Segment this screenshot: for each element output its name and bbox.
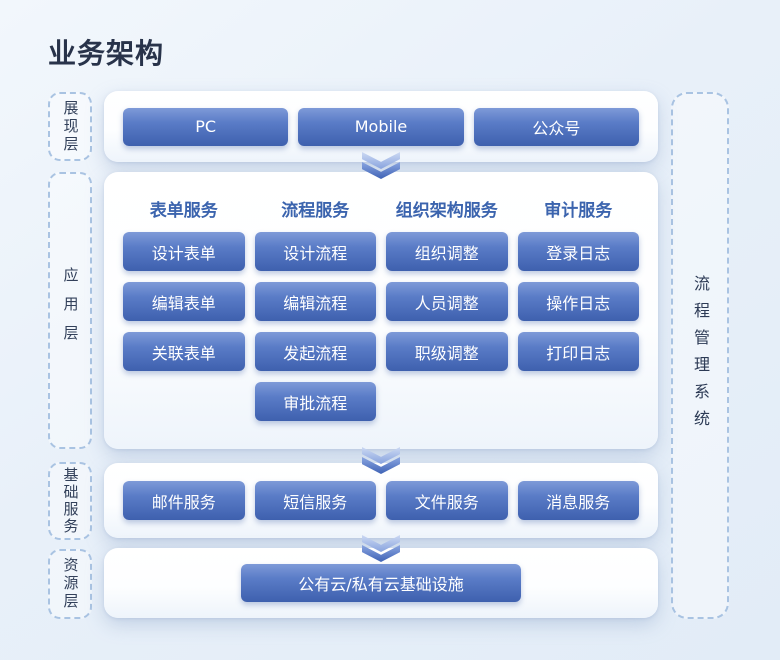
node-official-account: 公众号 (473, 107, 639, 146)
page-title: 业务架构 (48, 37, 165, 70)
node-file-service: 文件服务 (386, 481, 508, 520)
basic-services-panel: 邮件服务 短信服务 文件服务 消息服务 (104, 463, 658, 538)
column-process-service: 流程服务 设计流程 编辑流程 发起流程 审批流程 (254, 196, 376, 449)
layer-label-presentation: 展现层 (48, 92, 92, 161)
column-header: 表单服务 (149, 201, 218, 221)
application-layer-panel: 表单服务 设计表单 编辑表单 关联表单 流程服务 设计流程 编辑流程 发起流程 … (104, 172, 658, 449)
node-initiate-process: 发起流程 (254, 332, 376, 371)
column-header: 流程服务 (281, 201, 350, 221)
node-message-service: 消息服务 (517, 481, 639, 520)
node-login-log: 登录日志 (517, 232, 639, 271)
node-approve-process: 审批流程 (254, 382, 376, 421)
layer-label-resource: 资源层 (48, 549, 92, 619)
node-print-log: 打印日志 (517, 332, 639, 371)
node-design-process: 设计流程 (254, 232, 376, 271)
node-personnel-adjust: 人员调整 (386, 282, 508, 321)
node-mail-service: 邮件服务 (123, 481, 245, 520)
process-management-system-label: 流程管理系统 (671, 92, 729, 619)
layer-label-application: 应用层 (48, 172, 92, 449)
node-pc: PC (123, 107, 289, 146)
system-label-text: 流程管理系统 (691, 274, 710, 437)
node-org-adjust: 组织调整 (386, 232, 508, 271)
arrow-down-icon (362, 535, 400, 562)
node-design-form: 设计表单 (123, 232, 245, 271)
node-mobile: Mobile (298, 107, 464, 146)
node-edit-process: 编辑流程 (254, 282, 376, 321)
node-rank-adjust: 职级调整 (386, 332, 508, 371)
column-header: 审计服务 (544, 201, 613, 221)
node-link-form: 关联表单 (123, 332, 245, 371)
node-sms-service: 短信服务 (254, 481, 376, 520)
node-edit-form: 编辑表单 (123, 282, 245, 321)
layer-label-text: 展现层 (61, 99, 80, 154)
arrow-down-icon (362, 152, 400, 179)
layer-label-text: 资源层 (61, 557, 80, 611)
layer-label-text: 基础服务 (61, 467, 80, 535)
layer-label-text: 应用层 (61, 267, 80, 354)
node-operation-log: 操作日志 (517, 282, 639, 321)
column-header: 组织架构服务 (395, 201, 498, 221)
presentation-layer-panel: PC Mobile 公众号 (104, 91, 658, 162)
column-form-service: 表单服务 设计表单 编辑表单 关联表单 (123, 196, 245, 449)
node-cloud-infrastructure: 公有云/私有云基础设施 (241, 564, 521, 602)
arrow-down-icon (362, 447, 400, 474)
column-audit-service: 审计服务 登录日志 操作日志 打印日志 (517, 196, 639, 449)
layer-label-basic-services: 基础服务 (48, 462, 92, 540)
column-org-structure-service: 组织架构服务 组织调整 人员调整 职级调整 (386, 196, 508, 449)
